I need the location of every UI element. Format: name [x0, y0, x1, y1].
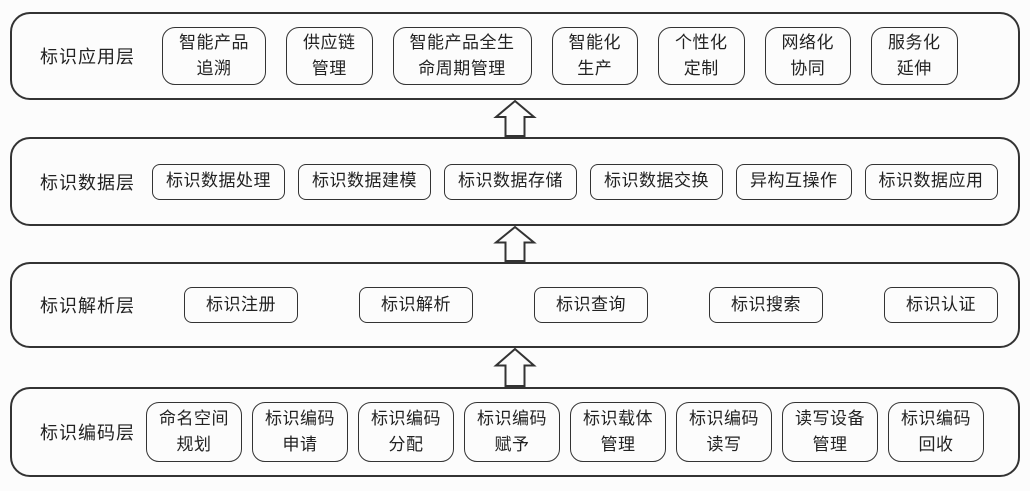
node-namespace-planning: 命名空间 规划: [146, 402, 242, 462]
node-id-code-recycling: 标识编码 回收: [888, 402, 984, 462]
node-id-resolution: 标识解析: [359, 287, 473, 323]
node-reader-device-management: 读写设备 管理: [782, 402, 878, 462]
layer-application-label: 标识应用层: [40, 47, 135, 67]
node-id-authentication: 标识认证: [884, 287, 998, 323]
arrow-row-1: [0, 99, 1030, 137]
layer-encoding-label: 标识编码层: [40, 423, 135, 443]
up-arrow-icon: [493, 225, 537, 262]
node-id-data-processing: 标识数据处理: [152, 163, 285, 200]
node-id-data-application: 标识数据应用: [864, 163, 998, 200]
node-product-lifecycle-management: 智能产品全生 命周期管理: [392, 26, 532, 86]
layer-resolution-boxes: 标识注册 标识解析 标识查询 标识搜索 标识认证: [184, 287, 998, 323]
node-heterogeneous-interoperation: 异构互操作: [736, 163, 852, 200]
node-id-code-allocation: 标识编码 分配: [358, 402, 454, 462]
node-id-carrier-management: 标识载体 管理: [570, 402, 666, 462]
node-intelligent-production: 智能化 生产: [551, 26, 638, 86]
node-id-data-modeling: 标识数据建模: [298, 163, 431, 200]
node-id-data-exchange: 标识数据交换: [590, 163, 723, 200]
layer-data: 标识数据层 标识数据处理 标识数据建模 标识数据存储 标识数据交换 异构互操作 …: [10, 137, 1020, 226]
node-id-code-read-write: 标识编码 读写: [676, 402, 772, 462]
node-id-registration: 标识注册: [184, 287, 298, 323]
node-id-code-application: 标识编码 申请: [252, 402, 348, 462]
node-networked-collaboration: 网络化 协同: [764, 26, 851, 86]
arrow-row-3: [0, 347, 1030, 387]
node-id-data-storage: 标识数据存储: [444, 163, 577, 200]
node-id-search: 标识搜索: [709, 287, 823, 323]
up-arrow-icon: [493, 347, 537, 387]
layer-encoding: 标识编码层 命名空间 规划 标识编码 申请 标识编码 分配 标识编码 赋予 标识…: [10, 387, 1020, 477]
node-id-code-assignment: 标识编码 赋予: [464, 402, 560, 462]
layer-resolution-label: 标识解析层: [40, 296, 135, 316]
layer-data-boxes: 标识数据处理 标识数据建模 标识数据存储 标识数据交换 异构互操作 标识数据应用: [152, 163, 998, 200]
node-smart-product-trace: 智能产品 追溯: [162, 26, 266, 86]
layer-application-boxes: 智能产品 追溯 供应链 管理 智能产品全生 命周期管理 智能化 生产 个性化 定…: [162, 26, 958, 86]
layer-application: 标识应用层 智能产品 追溯 供应链 管理 智能产品全生 命周期管理 智能化 生产…: [10, 12, 1020, 100]
layer-encoding-boxes: 命名空间 规划 标识编码 申请 标识编码 分配 标识编码 赋予 标识载体 管理 …: [146, 402, 984, 462]
node-personalized-customization: 个性化 定制: [658, 26, 745, 86]
node-id-query: 标识查询: [534, 287, 648, 323]
node-supply-chain-management: 供应链 管理: [286, 26, 373, 86]
up-arrow-icon: [493, 99, 537, 137]
arrow-row-2: [0, 225, 1030, 262]
layer-resolution: 标识解析层 标识注册 标识解析 标识查询 标识搜索 标识认证: [10, 262, 1020, 348]
layer-data-label: 标识数据层: [40, 172, 135, 193]
node-service-extension: 服务化 延伸: [871, 26, 958, 86]
